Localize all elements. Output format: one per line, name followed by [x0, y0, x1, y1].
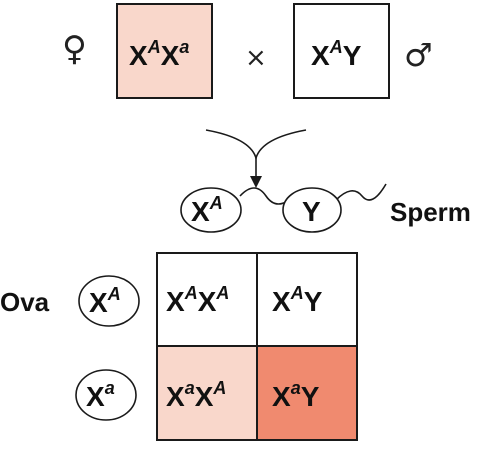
- punnett-text-1-2: XAY: [272, 283, 323, 317]
- punnett-cell-2-2: [257, 346, 357, 440]
- ova-xa-lower-circle: [75, 369, 137, 421]
- sperm-xa-label: XA: [191, 193, 223, 227]
- sperm-y-label: Y: [302, 196, 321, 227]
- cross-converge-lines: [205, 129, 307, 161]
- ova-xa-label: XA: [89, 284, 121, 318]
- female-symbol: ♀: [62, 29, 87, 69]
- punnett-cell-1-1: [157, 253, 257, 346]
- cross-times-symbol: ×: [245, 43, 267, 73]
- punnett-text-1-1: XAXA: [166, 283, 229, 317]
- male-symbol: ♂: [404, 36, 433, 74]
- arrow-head: [250, 176, 262, 188]
- sperm-tail-2: [335, 183, 387, 201]
- ova-xlower-a-label: Xa: [86, 378, 115, 412]
- sperm-xa-circle: [180, 187, 242, 233]
- female-genotype: XAXa: [129, 37, 189, 71]
- ova-label: Ova: [0, 287, 50, 317]
- sperm-label: Sperm: [390, 197, 471, 227]
- punnett-square: XAXA XAY XaXA XaY: [156, 252, 358, 441]
- male-parent-box: [293, 3, 390, 99]
- punnett-text-2-1: XaXA: [166, 378, 226, 412]
- punnett-cell-2-1: [157, 346, 257, 440]
- punnett-cell-1-2: [257, 253, 357, 346]
- female-parent-box: [116, 3, 213, 99]
- sperm-y-circle: [282, 187, 342, 233]
- ova-xa-circle: [78, 275, 140, 327]
- punnett-text-2-2: XaY: [272, 378, 320, 412]
- male-genotype: XAY: [311, 37, 362, 71]
